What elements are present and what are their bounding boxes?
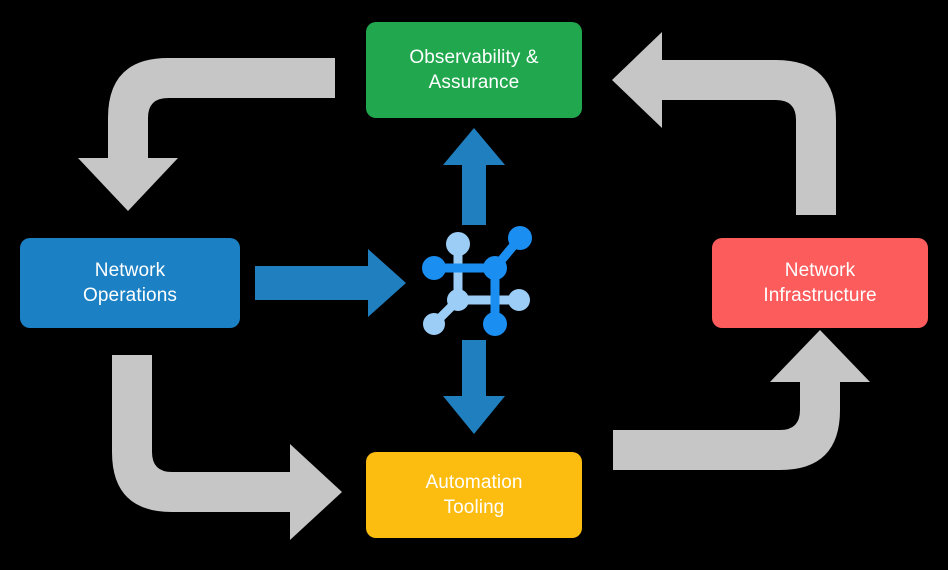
node-box-observability[interactable]: Observability & Assurance [366, 22, 582, 118]
gray-arrow-automation-to-infrastructure [613, 330, 870, 470]
blue-arrow-center-to-observability [443, 128, 505, 225]
node-box-network-infrastructure[interactable]: Network Infrastructure [712, 238, 928, 328]
node-box-automation-tooling[interactable]: Automation Tooling [366, 452, 582, 538]
gray-arrow-observability-to-operations [78, 58, 335, 211]
blue-arrow-center-to-automation [443, 340, 505, 434]
gray-arrow-operations-to-automation [112, 355, 342, 540]
node-box-network-operations[interactable]: Network Operations [20, 238, 240, 328]
blue-arrow-operations-to-center [255, 249, 406, 317]
gray-arrow-infrastructure-to-observability [612, 32, 836, 215]
